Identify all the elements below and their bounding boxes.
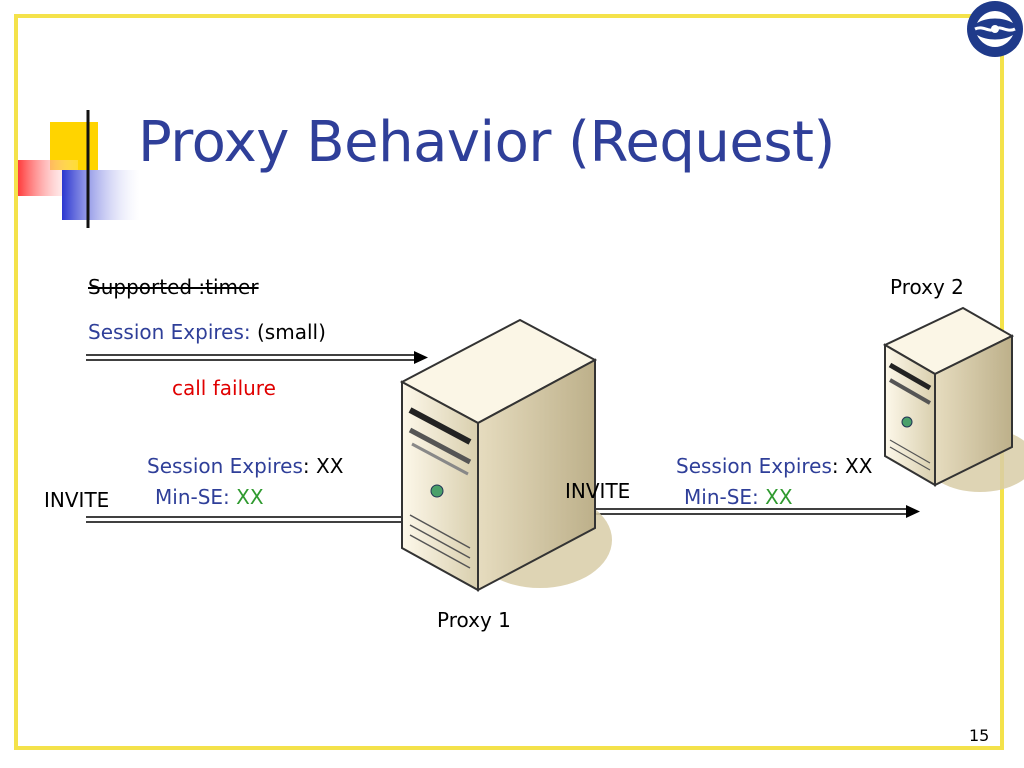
right-min-se-label: Min-SE: XX <box>684 485 793 509</box>
left-session-expires-key: Session Expires <box>147 454 303 478</box>
left-min-se-value: XX <box>236 485 264 509</box>
corner-decoration <box>18 110 1000 228</box>
proxy1-server-icon <box>399 318 612 592</box>
right-invite-label: INVITE <box>565 479 631 503</box>
session-expires-value: (small) <box>250 320 326 344</box>
arrow-session-expires-small <box>86 351 428 364</box>
page-number: 15 <box>969 726 990 745</box>
arrow-invite-right <box>580 505 920 518</box>
left-min-se-key: Min-SE: <box>155 485 237 509</box>
right-session-expires-key: Session Expires <box>676 454 832 478</box>
left-session-expires-label: Session Expires: XX <box>147 454 343 478</box>
logo-emblem <box>967 1 1023 57</box>
right-min-se-value: XX <box>765 485 793 509</box>
session-expires-small-label: Session Expires: (small) <box>88 320 326 344</box>
left-session-expires-value: : XX <box>302 454 344 478</box>
proxy1-label: Proxy 1 <box>437 608 511 632</box>
supported-timer-label: Supported :timer <box>88 275 259 299</box>
right-min-se-key: Min-SE: <box>684 485 766 509</box>
left-min-se-label: Min-SE: XX <box>155 485 264 509</box>
proxy2-server-icon <box>882 306 1024 492</box>
proxy2-label: Proxy 2 <box>890 275 964 299</box>
arrow-invite-left <box>86 513 428 526</box>
call-failure-label: call failure <box>172 376 276 400</box>
right-session-expires-value: : XX <box>831 454 873 478</box>
session-expires-key: Session Expires: <box>88 320 251 344</box>
left-invite-label: INVITE <box>44 488 110 512</box>
slide-title: Proxy Behavior (Request) <box>138 110 835 175</box>
right-session-expires-label: Session Expires: XX <box>676 454 872 478</box>
